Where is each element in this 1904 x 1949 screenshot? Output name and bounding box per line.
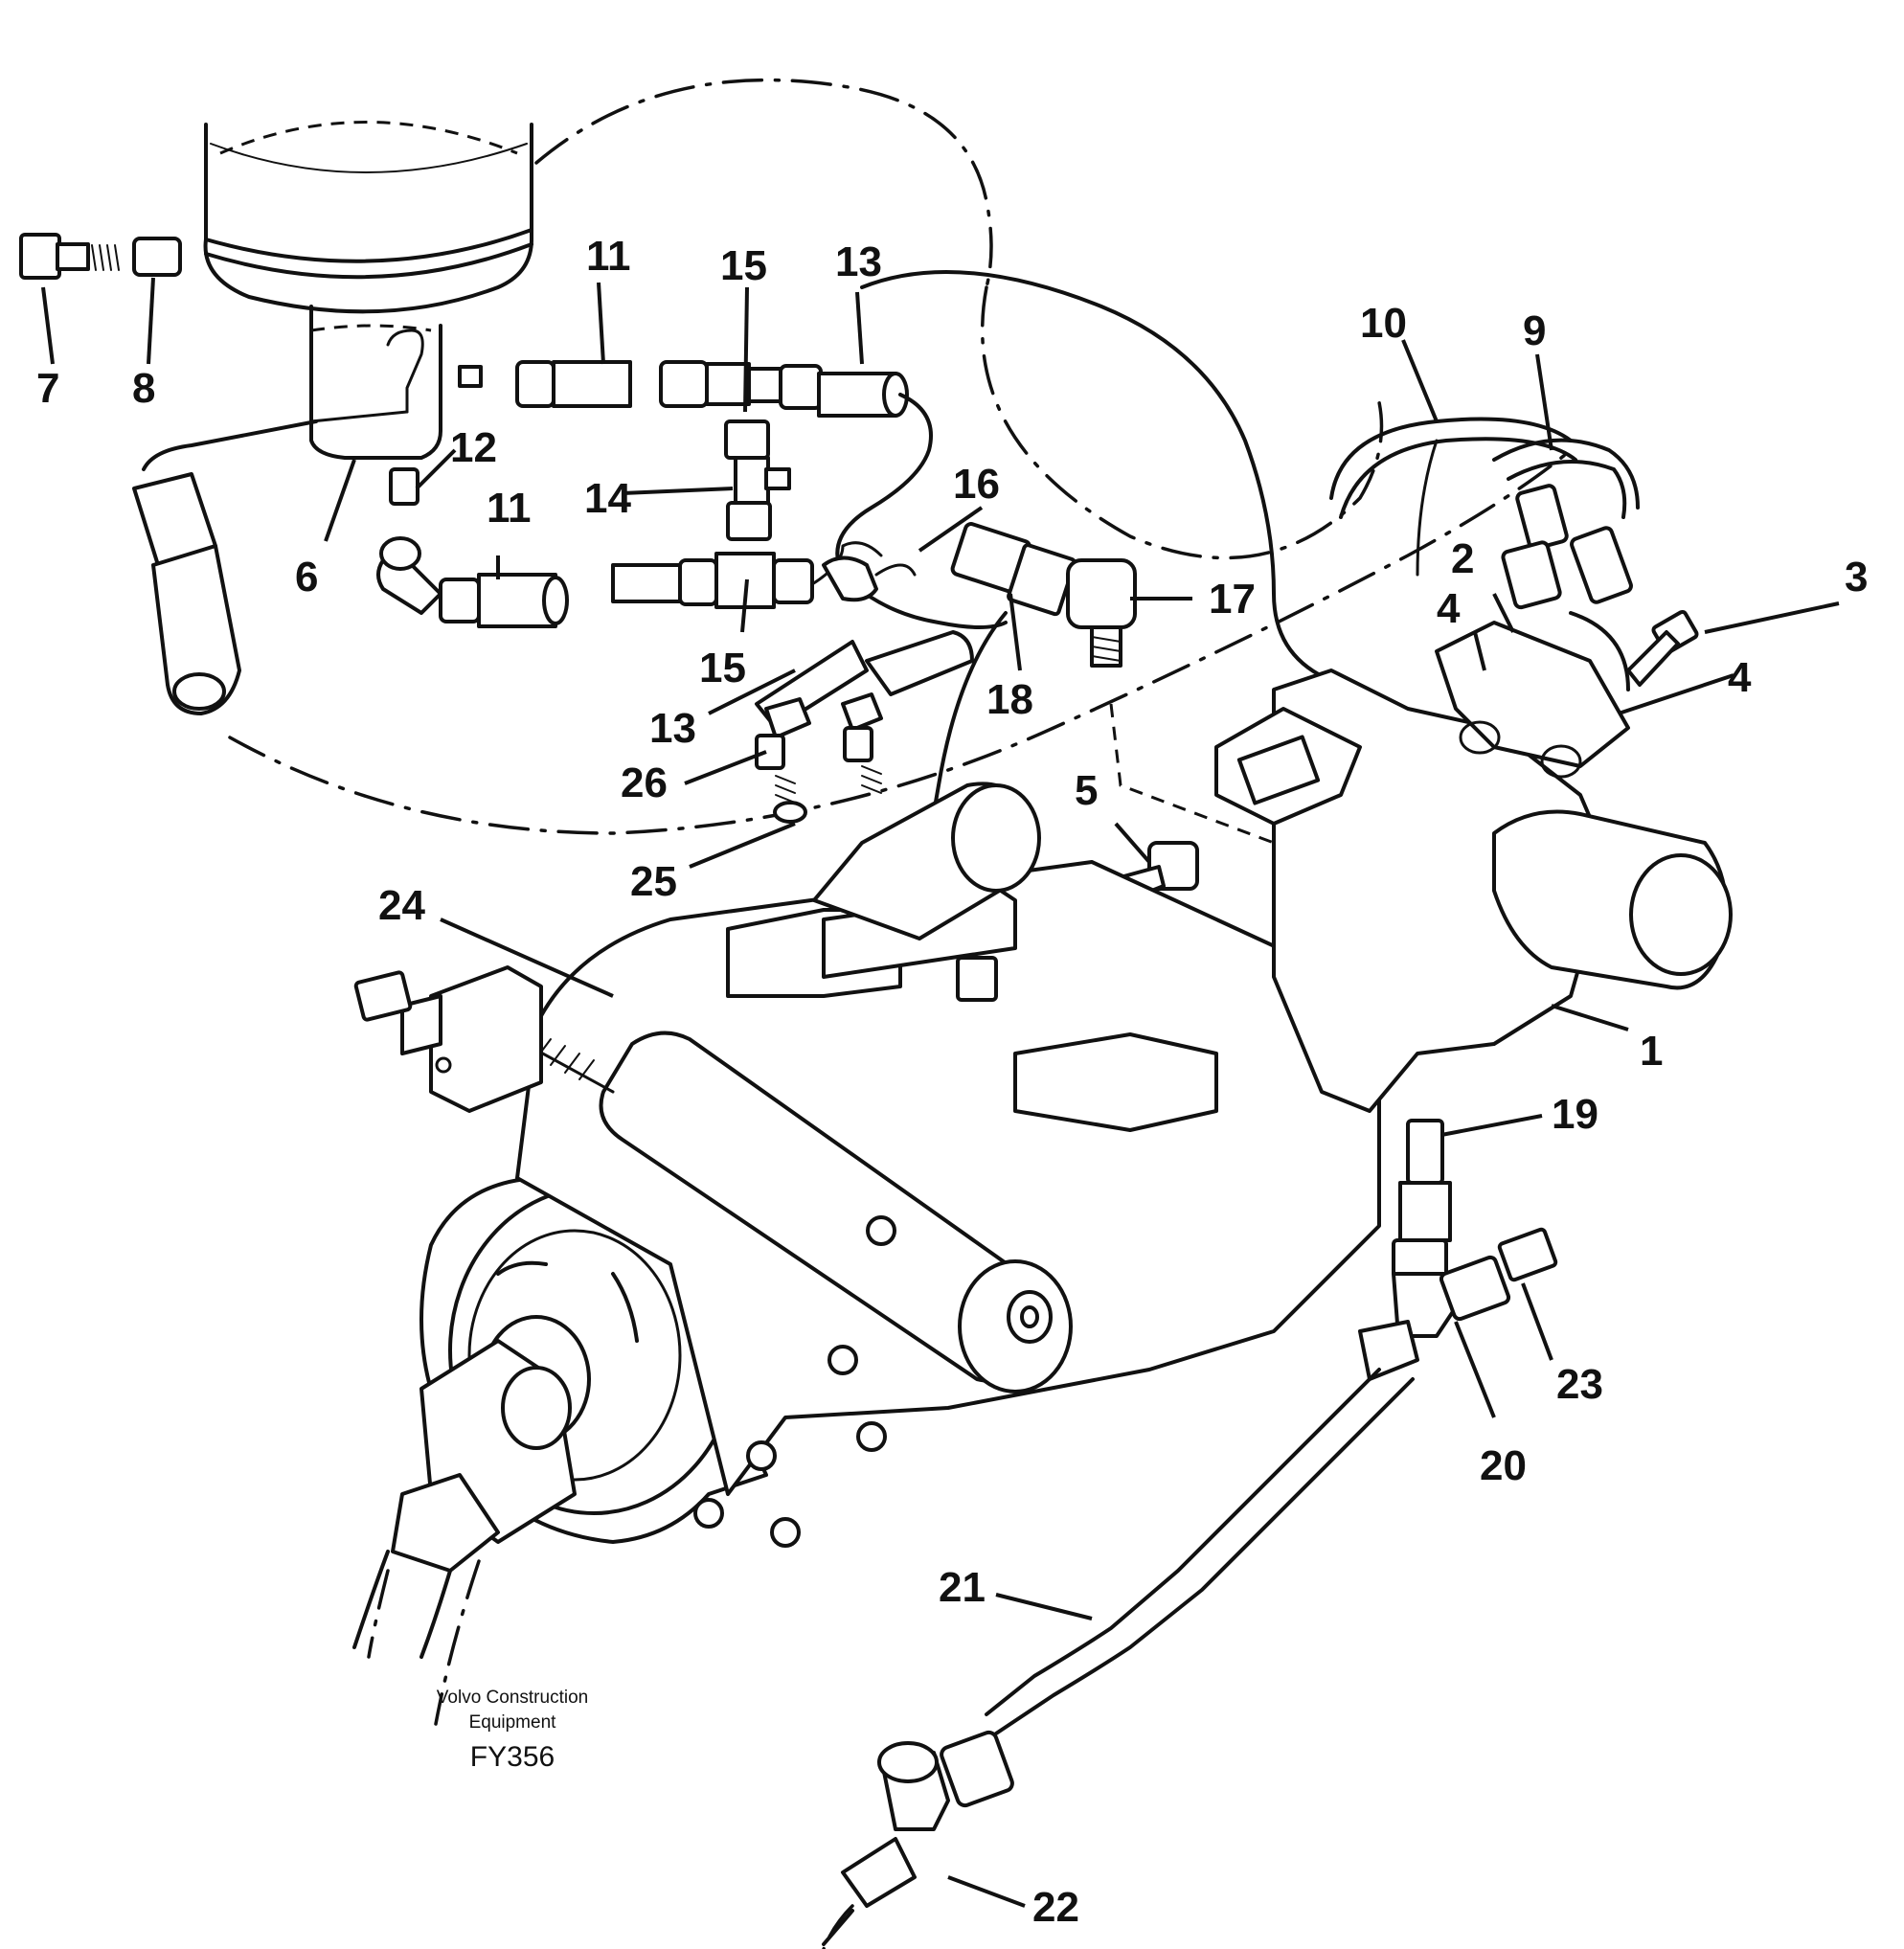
label-part-2: 2 — [1451, 535, 1474, 582]
clip-and-adapters — [755, 555, 974, 824]
label-part-4-left: 4 — [1437, 585, 1461, 632]
lower-fitting-run — [376, 467, 883, 628]
label-part-21: 21 — [939, 1564, 986, 1611]
plug-assembly — [19, 233, 182, 280]
label-part-17: 17 — [1209, 576, 1256, 623]
brand-line-1: Volvo Construction — [437, 1688, 588, 1708]
hose-left — [132, 419, 318, 715]
label-part-11-top: 11 — [586, 233, 631, 280]
label-part-22: 22 — [1032, 1884, 1079, 1931]
label-part-8: 8 — [132, 365, 155, 412]
label-part-7: 7 — [36, 365, 59, 412]
center-hoses — [835, 270, 1439, 998]
drive-shaft — [352, 1339, 577, 1659]
phantom-routing-lines — [228, 78, 1573, 1949]
right-hoses-and-flange — [1329, 417, 1699, 779]
label-part-13-top: 13 — [835, 238, 882, 285]
label-part-10: 10 — [1360, 300, 1407, 347]
label-part-20: 20 — [1480, 1442, 1527, 1489]
label-part-18: 18 — [986, 676, 1033, 723]
filter-tank — [203, 121, 533, 460]
label-part-15-bottom: 15 — [699, 645, 746, 691]
footer-brand: Volvo Construction Equipment FY356 — [437, 1688, 588, 1773]
label-part-6: 6 — [295, 554, 318, 601]
label-part-23: 23 — [1556, 1361, 1603, 1408]
part-labels: 1 2 3 4 4 5 6 7 8 9 10 11 11 12 13 13 14… — [36, 233, 1868, 1931]
leader-lines — [41, 277, 1840, 1908]
label-part-19: 19 — [1552, 1091, 1598, 1138]
label-part-14: 14 — [584, 475, 631, 522]
label-part-11-bottom: 11 — [487, 485, 532, 532]
upper-fitting-run — [458, 360, 909, 541]
label-part-16: 16 — [953, 461, 1000, 508]
label-part-13-bottom: 13 — [649, 705, 696, 752]
label-part-9: 9 — [1523, 307, 1546, 354]
label-part-1: 1 — [1640, 1028, 1663, 1075]
label-part-5: 5 — [1075, 767, 1098, 814]
label-part-15-top: 15 — [720, 242, 767, 289]
label-part-25: 25 — [630, 858, 677, 905]
label-part-12: 12 — [450, 424, 497, 471]
lower-right-tubing — [822, 1119, 1558, 1946]
figure-code: FY356 — [470, 1741, 555, 1773]
label-part-4-right: 4 — [1728, 654, 1752, 701]
label-part-24: 24 — [378, 882, 425, 929]
label-part-3: 3 — [1845, 554, 1868, 601]
label-part-26: 26 — [621, 759, 668, 806]
elbow-fitting — [950, 522, 1275, 845]
brand-line-2: Equipment — [469, 1712, 557, 1733]
